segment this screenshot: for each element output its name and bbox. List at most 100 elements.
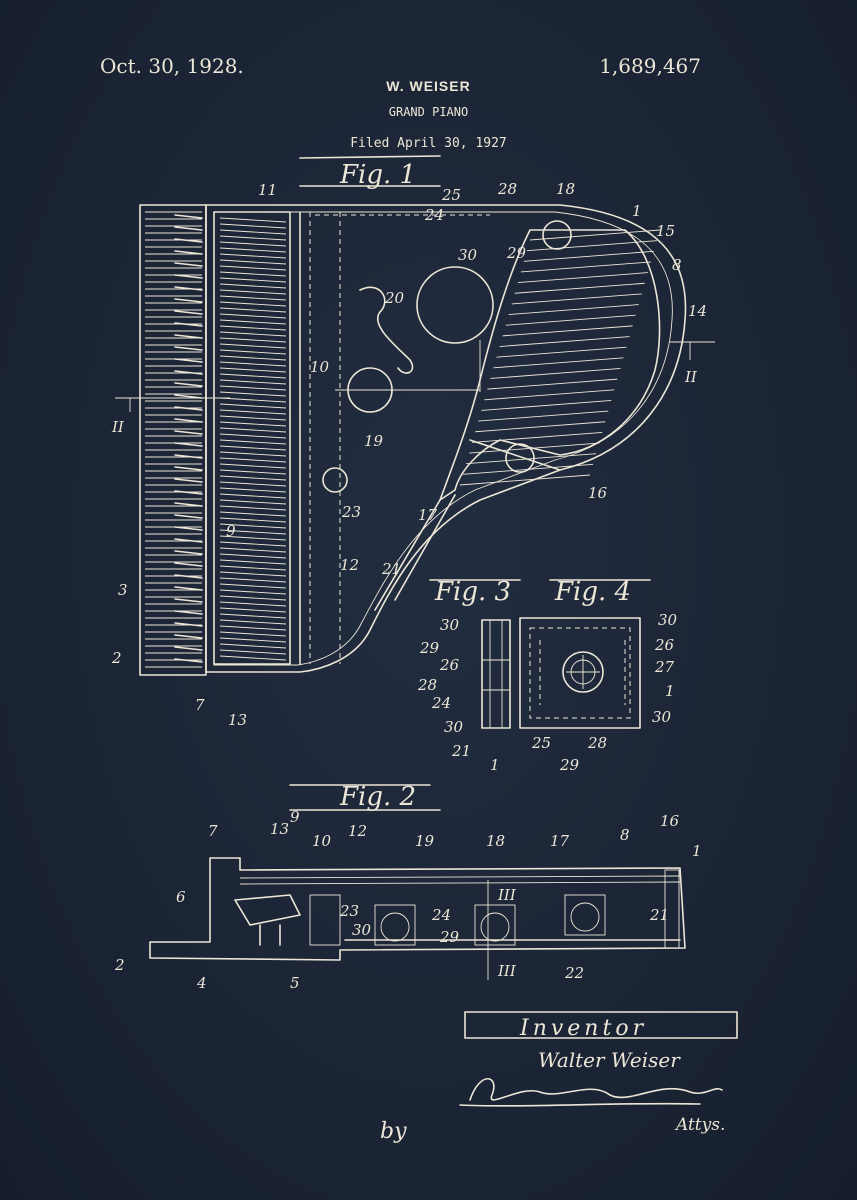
string-line (511, 293, 642, 305)
black-key (174, 490, 203, 495)
inventor-heading: Inventor (519, 1016, 647, 1041)
string-line (469, 442, 600, 454)
reference-numeral: 18 (556, 180, 575, 198)
black-key (174, 310, 203, 315)
fig1-label: Fig. 1 (339, 160, 416, 190)
reference-numeral: 8 (672, 256, 682, 274)
hatch-line (219, 331, 287, 337)
reference-numeral: 1 (632, 202, 642, 220)
hatch-line (219, 445, 287, 451)
hatch-line (219, 421, 287, 427)
reference-numeral: 6 (176, 888, 186, 906)
hatch-line (219, 463, 287, 469)
black-key (174, 286, 203, 291)
hatch-line (219, 523, 287, 529)
hatch-line (219, 565, 287, 571)
black-key (174, 358, 203, 363)
hatch-line (219, 481, 287, 487)
hatch-line (219, 271, 287, 277)
reference-numeral: 21 (381, 560, 401, 578)
reference-numeral: 30 (444, 718, 464, 736)
reference-numeral: 13 (270, 820, 289, 838)
black-key (174, 622, 203, 627)
reference-numeral: 19 (364, 432, 384, 450)
hatch-line (219, 631, 287, 637)
string-line (514, 282, 645, 294)
hatch-line (219, 655, 287, 661)
hatch-line (219, 577, 287, 583)
string-line (490, 368, 621, 379)
hatch-line (219, 529, 287, 535)
hatch-line (219, 229, 287, 235)
hatch-line (219, 247, 287, 253)
section-mark-left: II (111, 418, 125, 436)
black-key (174, 646, 203, 651)
fig2-bracing (374, 894, 606, 946)
attorney-text: Attys. (674, 1115, 725, 1135)
reference-numeral: 9 (226, 522, 236, 540)
hatch-line (219, 367, 287, 373)
hatch-line (219, 265, 287, 271)
hatch-line (219, 259, 287, 265)
string-line (505, 314, 636, 326)
hatch-line (219, 409, 287, 415)
string-line (478, 410, 609, 422)
hatch-line (219, 475, 287, 481)
reference-numeral: 25 (441, 186, 461, 204)
reference-numeral: 26 (439, 656, 460, 674)
string-line (529, 229, 661, 241)
hatch-line (219, 397, 287, 403)
hatch-line (219, 547, 287, 553)
string-line (475, 421, 606, 433)
keyboard (139, 204, 207, 676)
reference-numeral: 1 (665, 682, 675, 700)
reference-numeral: 7 (208, 822, 218, 840)
hatch-line (219, 511, 287, 517)
black-key (174, 370, 203, 375)
black-key (174, 574, 203, 579)
inventor-name: W. WEISER (386, 78, 471, 94)
string-line (502, 325, 633, 337)
hatch-line (219, 223, 287, 229)
black-key (174, 478, 203, 483)
black-key (174, 502, 203, 507)
hatch-line (219, 583, 287, 589)
fig2-label: Fig. 2 (339, 782, 416, 812)
hatch-line (219, 403, 287, 409)
black-key (174, 382, 203, 387)
string-line (484, 389, 615, 401)
reference-numeral: 30 (652, 708, 672, 726)
signature-block: Inventor Walter Weiser by Attys. (380, 1011, 738, 1144)
black-key (174, 658, 203, 663)
hatch-line (219, 253, 287, 259)
reference-numeral: 16 (588, 484, 608, 502)
reference-numeral: 4 (196, 974, 207, 992)
hatch-line (219, 469, 287, 475)
black-key (174, 610, 203, 615)
hatch-line (219, 301, 287, 307)
black-key (174, 214, 203, 219)
reference-numeral: 27 (654, 658, 675, 676)
reference-numeral: 21 (649, 906, 669, 924)
reference-numeral: 17 (418, 506, 438, 524)
by-text: by (380, 1119, 407, 1144)
black-key (174, 538, 203, 543)
hatch-line (219, 385, 287, 391)
hatch-line (219, 427, 287, 433)
string-line (487, 378, 618, 390)
black-key (174, 238, 203, 243)
black-key (174, 322, 203, 327)
hatch-line (219, 379, 287, 385)
brace-box (564, 894, 606, 936)
reference-numeral: 2 (114, 956, 125, 974)
reference-numeral: 25 (531, 734, 551, 752)
reference-numeral: 3 (118, 581, 128, 599)
reference-numeral: 5 (290, 974, 300, 992)
fig3-label: Fig. 3 (434, 577, 511, 607)
brace-circle (570, 902, 600, 932)
hatch-line (219, 289, 287, 295)
reference-numeral: 20 (384, 289, 405, 307)
